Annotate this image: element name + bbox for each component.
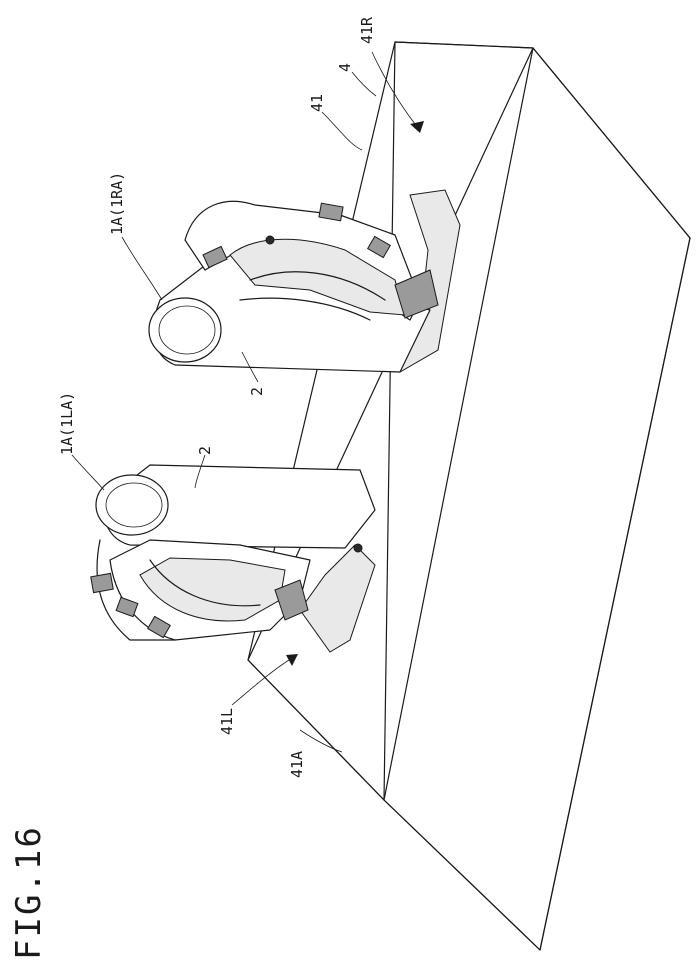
left-pivot-1	[353, 543, 363, 553]
right-inner-curve-2	[239, 297, 371, 321]
label-41A: 41A	[288, 751, 306, 778]
leader-41L	[231, 657, 293, 706]
leader-41A	[299, 729, 343, 753]
left-foot-plate	[299, 544, 376, 653]
label-4: 4	[336, 63, 354, 72]
left-hinge-1	[90, 572, 114, 594]
leader-1A-1RA	[121, 236, 163, 301]
right-pivot-1	[265, 235, 275, 245]
base-block-outline	[247, 41, 691, 951]
leader-4	[351, 71, 377, 97]
leader-1A-1LA	[71, 454, 105, 491]
right-hinge-2	[318, 202, 344, 222]
reference-labels: 41R 4 41 1A(1RA) 2 1A(1LA) 2 41L 41A	[58, 16, 376, 778]
left-device-1LA	[90, 464, 376, 653]
leader-41	[321, 111, 363, 151]
left-hinge-2	[115, 596, 139, 618]
arrow-41R	[410, 121, 424, 133]
right-tube-rim	[158, 305, 216, 355]
leader-41R	[371, 51, 419, 129]
leader-2-left	[194, 454, 206, 489]
right-cuff-shell	[229, 238, 406, 316]
label-1A-1LA: 1A(1LA)	[58, 392, 76, 455]
left-hinge-3	[147, 615, 171, 639]
leader-2-right	[241, 351, 259, 383]
label-41R: 41R	[358, 16, 376, 44]
right-hinge-1	[202, 245, 228, 269]
right-device-1RA	[148, 189, 461, 373]
right-inner-curve	[249, 271, 386, 301]
arrow-41L	[286, 654, 298, 666]
label-1A-1RA: 1A(1RA)	[108, 172, 126, 235]
left-inner-shell	[139, 557, 286, 622]
right-tube-end	[148, 297, 222, 363]
figure-title: FIG.16	[9, 825, 49, 960]
label-2-left: 2	[196, 446, 214, 455]
leader-lines	[71, 51, 424, 753]
left-frame-arm	[96, 539, 176, 641]
label-41: 41	[308, 94, 326, 112]
left-tube-end	[95, 474, 169, 536]
right-ankle-joint	[394, 269, 439, 319]
label-41L: 41L	[218, 708, 236, 735]
left-ankle-joint	[274, 579, 309, 621]
label-2-right: 2	[248, 387, 266, 396]
left-tube-rim	[105, 482, 163, 528]
left-inner-curve	[149, 559, 261, 607]
right-hinge-3	[367, 235, 391, 259]
